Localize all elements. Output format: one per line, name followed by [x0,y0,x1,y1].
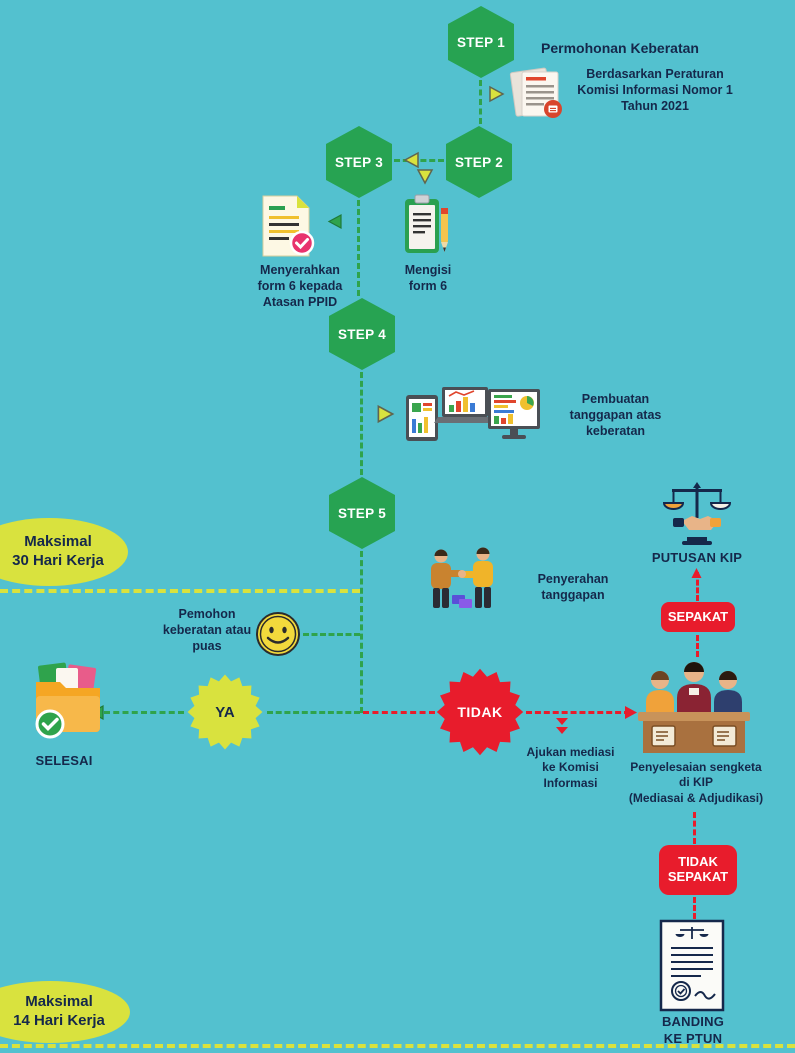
ajukan-mediasi-label: Ajukan mediasi ke Komisi Informasi [526,745,615,790]
selesai-label: SELESAI [35,753,93,768]
decision-ya-burst: YA [186,673,264,751]
scales-justice-icon [660,481,734,547]
arrow-left-icon [402,150,422,175]
step-1-hexagon: STEP 1 [448,6,514,78]
badge-tidak-sepakat: TIDAK SEPAKAT [659,845,737,895]
banding-label: BANDING KE PTUN [661,1014,725,1046]
documents-icon [508,64,564,120]
smiley-icon [254,610,302,658]
connector-step1-step2 [479,80,482,124]
arrow-left-icon [326,212,345,236]
judges-panel-icon [638,652,750,756]
duration-30-days: Maksimal 30 Hari Kerja [0,518,128,586]
step-3-label: STEP 3 [334,154,384,170]
arrow-right-icon [622,703,641,727]
arrow-down-icon [415,166,435,191]
mengisi-label: Mengisi form 6 [404,263,452,293]
stamped-document-icon [651,918,733,1014]
folders-check-icon [30,658,106,742]
clipboard-pencil-icon [403,192,451,258]
arrow-right-icon [486,84,506,109]
badge-sepakat: SEPAKAT [661,602,735,632]
timeline-14-days-line [0,1044,795,1048]
arrow-right-icon [374,403,396,430]
handshake-people-icon [416,543,508,613]
step-5-hexagon: STEP 5 [329,477,395,549]
decision-ya-label: YA [215,703,235,721]
permohonan-title: Permohonan Keberatan [541,40,699,56]
devices-chart-icon [404,383,542,453]
connector-step3-step4 [357,200,360,296]
connector-junction-tidak [363,711,435,714]
connector-step4-step5 [360,372,363,475]
connector-tidaksepakat-banding [693,897,696,919]
decision-tidak-burst: TIDAK [435,667,525,757]
pembuatan-label: Pembuatan tanggapan atas keberatan [569,392,662,438]
connector-step5-junction [360,551,363,713]
step-1-label: STEP 1 [456,34,506,50]
permohonan-description: Berdasarkan Peraturan Komisi Informasi N… [577,67,733,113]
connector-tidak-judges [526,711,630,714]
step-3-hexagon: STEP 3 [326,126,392,198]
connector-sepakat-putusan [696,572,699,601]
arrow-double-down-icon [553,716,571,743]
form-check-icon [259,194,317,258]
putusan-kip-label: PUTUSAN KIP [651,550,743,565]
menyerahkan-label: Menyerahkan form 6 kepada Atasan PPID [257,263,343,309]
pemohon-label: Pemohon keberatan atau puas [162,607,252,653]
step-2-hexagon: STEP 2 [446,126,512,198]
connector-smiley-junction [303,633,360,636]
connector-junction-ya [267,711,360,714]
penyelesaian-label: Penyelesaian sengketa di KIP (Mediasai &… [628,760,764,805]
connector-ya-selesai [104,711,184,714]
step-5-label: STEP 5 [337,505,387,521]
step-4-label: STEP 4 [337,326,387,342]
step-4-hexagon: STEP 4 [329,298,395,370]
duration-14-days: Maksimal 14 Hari Kerja [0,981,130,1043]
step-2-label: STEP 2 [454,154,504,170]
connector-judges-sepakat [696,635,699,657]
timeline-30-days-line [0,589,360,593]
arrow-up-icon [689,566,704,585]
penyerahan-label: Penyerahan tanggapan [537,572,609,602]
decision-tidak-label: TIDAK [457,704,503,720]
connector-step2-step3 [394,159,444,162]
connector-judges-tidaksepakat [693,812,696,844]
